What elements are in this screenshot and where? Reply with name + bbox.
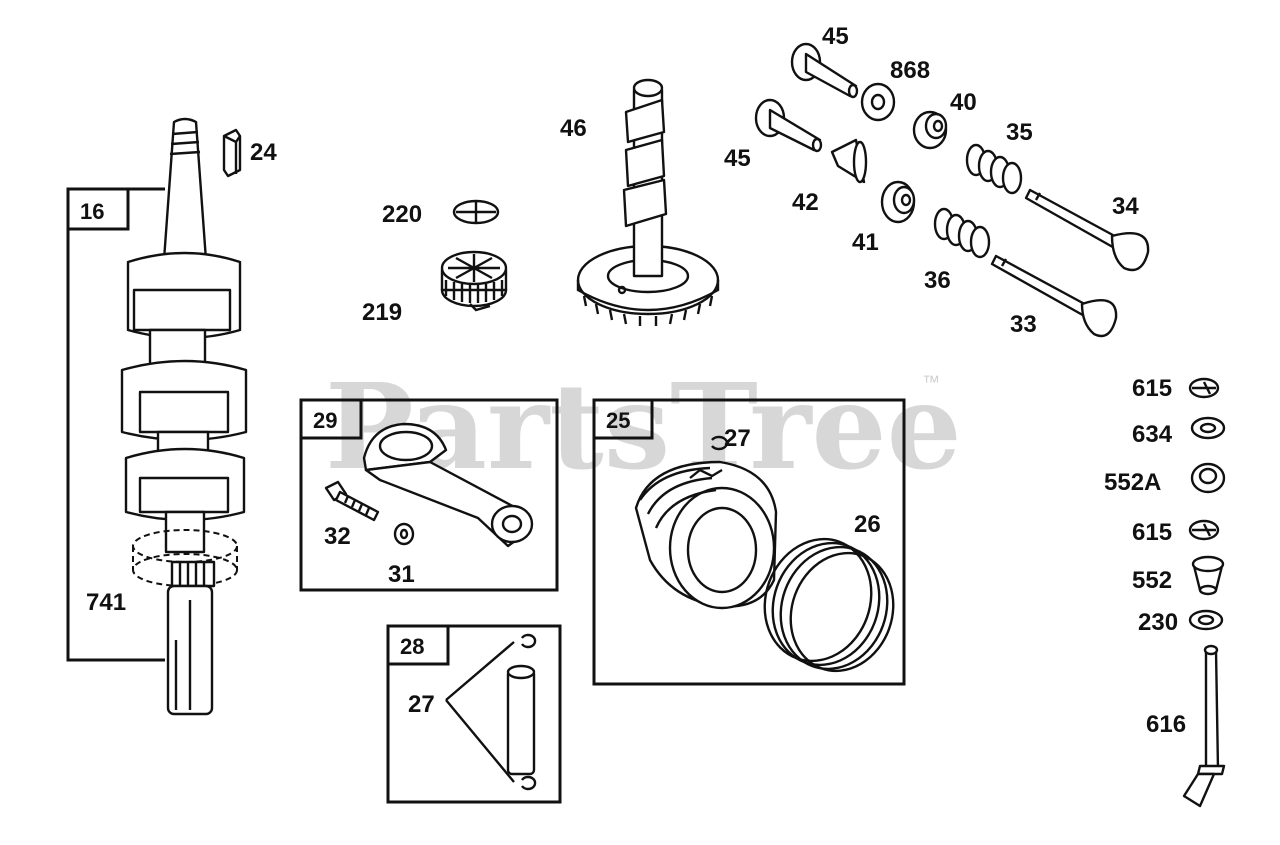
washer-868-part[interactable]: [860, 82, 896, 122]
callout-40: 40: [950, 89, 977, 116]
callout-42: 42: [792, 189, 819, 216]
valve-tappet-45-lower-part[interactable]: [754, 98, 823, 153]
group-28-number-box: [386, 624, 450, 666]
piston-part[interactable]: [634, 460, 778, 610]
callout-33: 33: [1010, 311, 1037, 338]
callout-45-lower: 45: [724, 145, 751, 172]
group-25-number-box: [592, 398, 654, 440]
crankshaft-part[interactable]: [120, 117, 248, 716]
valve-tappet-45-upper-part[interactable]: [790, 42, 859, 99]
callout-46: 46: [560, 115, 587, 142]
lock-washer-31-part[interactable]: [393, 522, 415, 546]
bushing-552A-part[interactable]: [1190, 462, 1226, 494]
group-25-frame[interactable]: 25: [592, 398, 906, 686]
retainer-40-part[interactable]: [912, 110, 948, 150]
callout-35: 35: [1006, 119, 1033, 146]
washer-220-part[interactable]: [452, 199, 500, 225]
callout-27-piston: 27: [724, 425, 751, 452]
callout-615-top: 615: [1132, 375, 1172, 402]
bushing-552-part[interactable]: [1191, 555, 1225, 596]
camshaft-46-part[interactable]: [576, 78, 720, 326]
group-25-number: 25: [606, 408, 630, 433]
callout-32: 32: [324, 523, 351, 550]
callout-24: 24: [250, 139, 277, 166]
group-29-frame[interactable]: 29: [299, 398, 559, 592]
watermark-trademark: ™: [922, 372, 940, 392]
washer-230-part[interactable]: [1188, 609, 1224, 631]
seal-615-top-part[interactable]: [1188, 377, 1220, 399]
callout-26: 26: [854, 511, 881, 538]
rod-bolt-32-part[interactable]: [324, 480, 380, 522]
callout-219: 219: [362, 299, 402, 326]
washer-634-part[interactable]: [1190, 416, 1226, 440]
key-24-part[interactable]: [222, 128, 242, 178]
piston-pin-clips-27-part[interactable]: [445, 633, 537, 791]
callout-labels: 24 741 220 219 46 45 45 868 40 35 42 41 …: [86, 23, 1186, 738]
piston-pin-part[interactable]: [506, 664, 536, 776]
exhaust-valve-33-part[interactable]: [990, 254, 1118, 338]
callout-230: 230: [1138, 609, 1178, 636]
group-16-frame[interactable]: 16: [66, 187, 165, 662]
callout-868: 868: [890, 57, 930, 84]
group-16-number: 16: [80, 199, 104, 224]
intake-valve-34-part[interactable]: [1024, 188, 1150, 272]
callout-552: 552: [1132, 567, 1172, 594]
callout-31: 31: [388, 561, 415, 588]
retainer-41-part[interactable]: [880, 180, 916, 224]
group-28-number: 28: [400, 634, 424, 659]
retainer-clip-27-top-part[interactable]: [711, 435, 729, 451]
callout-741: 741: [86, 589, 126, 616]
callout-36: 36: [924, 267, 951, 294]
group-16-number-box: [66, 187, 130, 231]
governor-shaft-616-part[interactable]: [1182, 644, 1226, 808]
callout-634: 634: [1132, 421, 1173, 448]
callout-34: 34: [1112, 193, 1139, 220]
callout-615-bottom: 615: [1132, 519, 1172, 546]
group-29-number: 29: [313, 408, 337, 433]
governor-gear-219-part[interactable]: [440, 250, 508, 312]
valve-spring-36-part[interactable]: [933, 207, 991, 259]
group-29-number-box: [299, 398, 363, 440]
callout-552A: 552A: [1104, 469, 1161, 496]
piston-rings-26-part[interactable]: [748, 524, 910, 686]
callout-45-upper: 45: [822, 23, 849, 50]
callout-220: 220: [382, 201, 422, 228]
callout-616: 616: [1146, 711, 1186, 738]
valve-spring-35-part[interactable]: [965, 143, 1023, 195]
group-28-frame[interactable]: 28: [386, 624, 562, 804]
callout-27-pin: 27: [408, 691, 435, 718]
keeper-42-part[interactable]: [830, 138, 868, 184]
callout-41: 41: [852, 229, 879, 256]
connecting-rod-part[interactable]: [362, 422, 534, 548]
seal-615-bottom-part[interactable]: [1188, 519, 1220, 541]
